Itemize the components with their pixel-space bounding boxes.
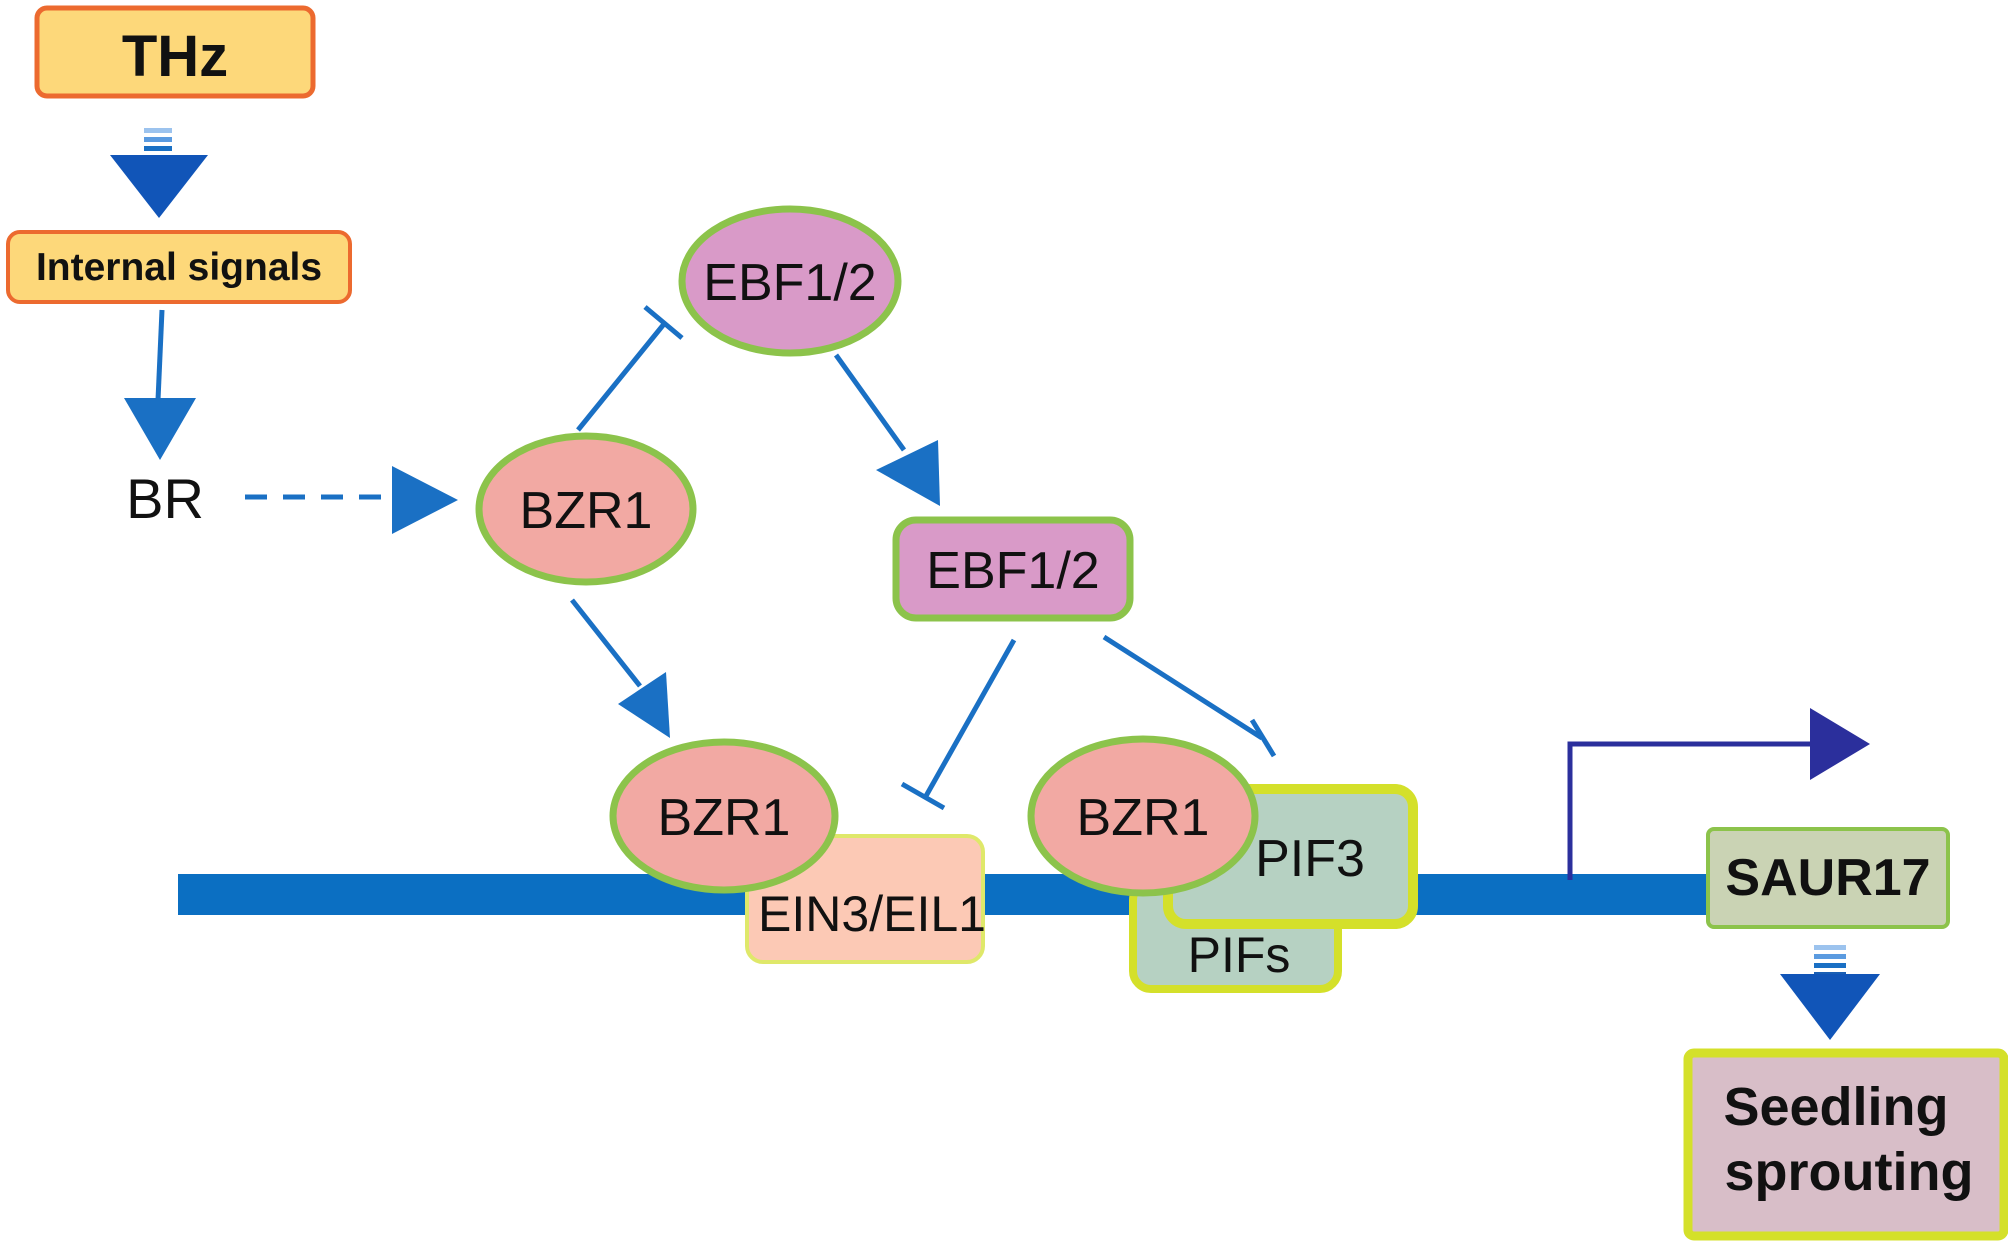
ebf-top-node: EBF1/2 [678, 205, 902, 357]
internal-signals-label: Internal signals [36, 246, 322, 289]
saur17-label: SAUR17 [1725, 849, 1930, 907]
thz-induction-arrow [110, 128, 208, 218]
ebf-inhibits-pif3 [1102, 634, 1277, 758]
ein3-eil1-label: EIN3/EIL1 [758, 886, 986, 942]
bzr1-top-to-bzr1-left-arrow [570, 598, 670, 738]
br-to-bzr1-dashed-arrow [245, 466, 458, 534]
ein3-eil1-node: EIN3/EIL1 [745, 834, 986, 964]
seedling-sprouting-node: Seedling sprouting [1683, 1048, 2008, 1241]
ebf-mid-label: EBF1/2 [926, 542, 1099, 600]
thz-box: THz [34, 5, 316, 99]
bzr1-left-label: BZR1 [658, 789, 791, 847]
ebf-top-label: EBF1/2 [703, 254, 876, 312]
ebf-mid-node: EBF1/2 [892, 516, 1134, 622]
thz-label: THz [122, 24, 228, 89]
bzr1-inhibits-ebf-top [576, 305, 684, 432]
br-label: BR [126, 467, 204, 530]
pif3-label: PIF3 [1255, 830, 1365, 888]
bzr1-right-node: BZR1 [1027, 735, 1259, 897]
bzr1-top-label: BZR1 [520, 482, 653, 540]
seedling-label-line1: Seedling [1723, 1077, 1948, 1137]
seedling-label-line2: sprouting [1725, 1142, 1974, 1202]
bzr1-top-node: BZR1 [475, 432, 697, 586]
bzr1-right-label: BZR1 [1077, 789, 1210, 847]
saur17-to-seedling-arrow [1780, 945, 1880, 1040]
internal-to-br-arrow [124, 309, 196, 460]
transcription-start-arrow-line [1567, 741, 1818, 880]
transcription-start-arrow-head [1810, 708, 1870, 780]
saur17-node: SAUR17 [1706, 827, 1950, 929]
ebf-top-to-ebf-mid-arrow [833, 353, 940, 506]
bzr1-left-node: BZR1 [609, 738, 839, 894]
internal-signals-box: Internal signals [6, 230, 352, 304]
pifs-label: PIFs [1188, 927, 1291, 983]
ebf-inhibits-ein3 [900, 638, 1017, 811]
